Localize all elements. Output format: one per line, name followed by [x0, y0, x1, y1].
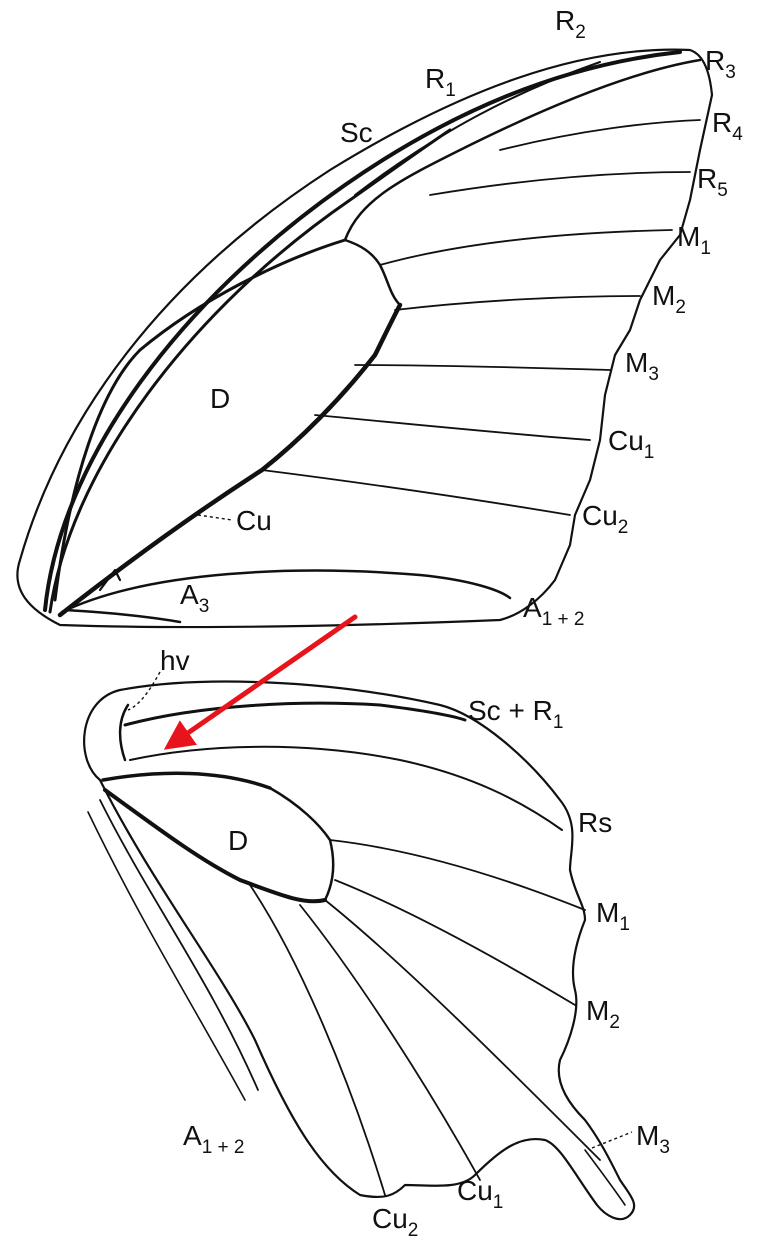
label-m2: M2 — [652, 280, 686, 318]
hindwing-labels: hv Sc + R1 Rs D M1 M2 M3 A1 + 2 Cu1 Cu2 — [160, 645, 670, 1241]
hindwing-cu1 — [300, 905, 480, 1180]
hindwing-humeral-vein — [120, 705, 128, 760]
forewing-discocellular — [345, 240, 400, 305]
label-cu1: Cu1 — [608, 425, 654, 463]
hindwing-rs — [130, 747, 562, 830]
forewing-a3 — [65, 610, 180, 622]
hindwing-cu2 — [250, 885, 385, 1195]
label-hindwing-a12: A1 + 2 — [183, 1120, 244, 1158]
label-a3: A3 — [180, 579, 209, 617]
hindwing-outline — [84, 682, 634, 1220]
label-r2: R2 — [555, 5, 586, 43]
forewing-r1 — [355, 62, 600, 195]
forewing-r5 — [430, 172, 690, 195]
forewing-discal-cell-upper — [55, 240, 345, 600]
label-a12: A1 + 2 — [523, 592, 584, 630]
hindwing-cubitus — [105, 790, 325, 901]
label-hindwing-cu2: Cu2 — [372, 1203, 418, 1241]
hindwing-hv-pointer — [128, 672, 160, 710]
label-sc: Sc — [340, 117, 373, 148]
label-r5: R5 — [697, 163, 728, 201]
forewing-r4 — [500, 120, 700, 150]
forewing-a12 — [62, 571, 510, 612]
hindwing-discocellular — [270, 788, 333, 900]
hindwing-m3 — [325, 900, 600, 1160]
hindwing — [84, 672, 634, 1219]
label-sc-r1: Sc + R1 — [468, 695, 563, 733]
label-hindwing-m2: M2 — [586, 995, 620, 1033]
forewing-labels: Sc R1 R2 R3 R4 R5 M1 M2 M3 Cu1 Cu2 Cu D … — [180, 5, 743, 630]
forewing-cu1 — [315, 415, 590, 440]
label-r4: R4 — [712, 107, 743, 145]
hindwing-sc-r1 — [125, 703, 465, 725]
label-rs: Rs — [578, 807, 612, 838]
label-hindwing-m1: M1 — [596, 897, 630, 935]
hindwing-a3 — [88, 812, 245, 1100]
label-r1: R1 — [425, 63, 456, 101]
forewing-cu-pointer — [198, 515, 232, 520]
label-hv: hv — [160, 645, 190, 676]
hindwing-m1 — [330, 840, 585, 910]
forewing-sc — [50, 130, 450, 612]
label-m1: M1 — [677, 221, 711, 259]
hindwing-m2 — [335, 880, 575, 1005]
forewing-m3 — [355, 365, 610, 370]
annotation-arrow — [172, 617, 355, 744]
label-forewing-discal-cell: D — [210, 383, 230, 414]
label-cu: Cu — [236, 505, 272, 536]
forewing-cubitus — [60, 305, 400, 615]
label-hindwing-discal-cell: D — [228, 825, 248, 856]
label-hindwing-m3: M3 — [636, 1120, 670, 1158]
label-cu2: Cu2 — [582, 500, 628, 538]
label-hindwing-cu1: Cu1 — [457, 1175, 503, 1213]
forewing-m2 — [395, 296, 640, 310]
label-m3: M3 — [625, 347, 659, 385]
forewing-cu2 — [262, 470, 570, 515]
forewing-m1 — [380, 230, 672, 265]
hindwing-discal-upper — [103, 773, 270, 788]
